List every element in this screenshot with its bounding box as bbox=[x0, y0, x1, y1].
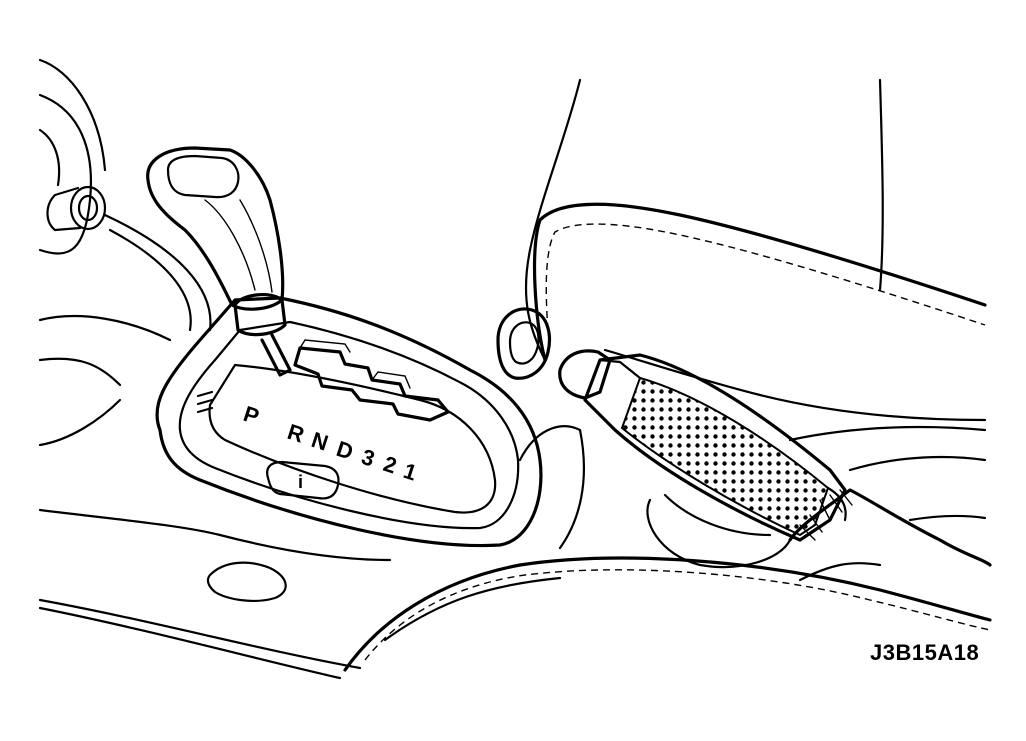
figure-code: J3B15A18 bbox=[870, 640, 980, 665]
indicator-button: i bbox=[266, 460, 340, 500]
gear-label-2: 2 bbox=[380, 451, 399, 479]
gear-label-1: 1 bbox=[400, 458, 419, 486]
center-console-frame bbox=[38, 213, 392, 680]
gear-label-d: D bbox=[333, 436, 356, 465]
gear-label-p: P bbox=[240, 401, 262, 429]
armrest bbox=[206, 425, 992, 672]
shift-gate-surround bbox=[155, 296, 543, 548]
gear-label-n: N bbox=[308, 427, 331, 456]
parking-brake-lever bbox=[558, 349, 992, 582]
dashboard-left-panel bbox=[38, 58, 107, 255]
seat-belt-buckle bbox=[496, 307, 552, 380]
side-knob bbox=[46, 185, 107, 232]
indicator-button-label: i bbox=[298, 472, 303, 492]
gear-label-r: R bbox=[284, 419, 307, 448]
shift-lever bbox=[146, 146, 292, 377]
right-seat bbox=[524, 78, 987, 522]
gear-label-3: 3 bbox=[358, 444, 377, 472]
